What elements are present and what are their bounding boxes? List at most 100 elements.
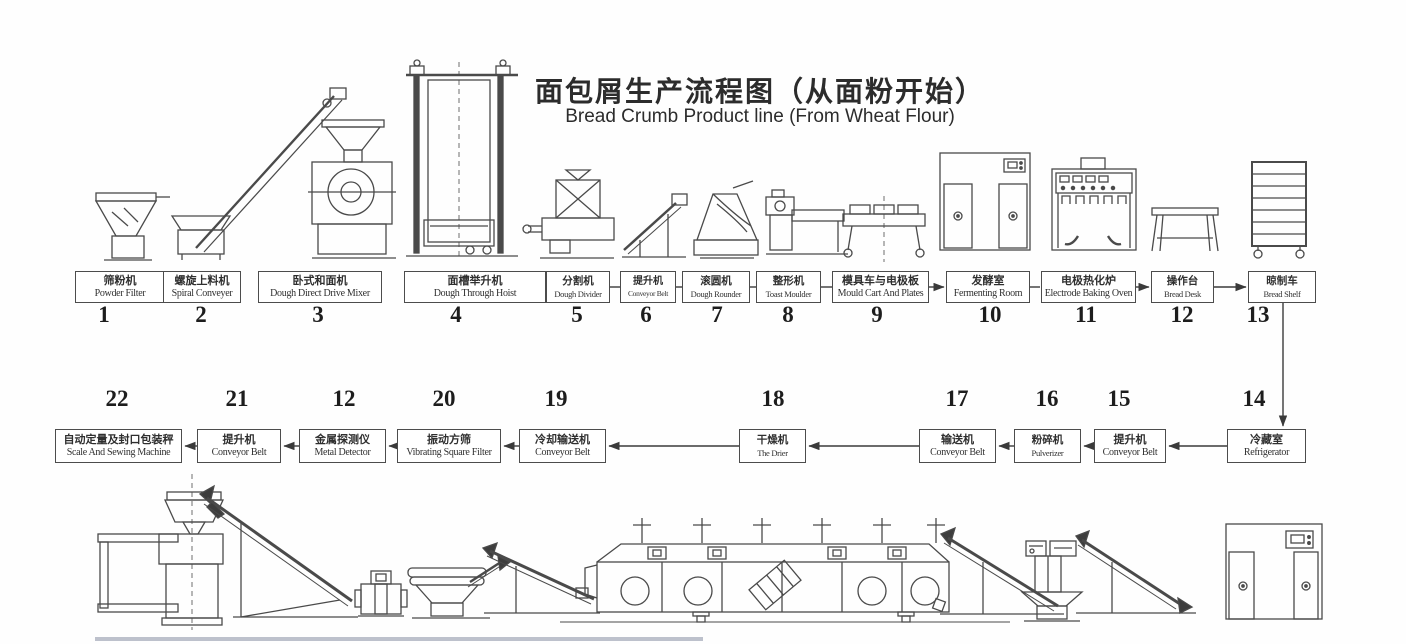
scan-edge-strip bbox=[95, 637, 703, 641]
machine-bread-desk bbox=[1151, 207, 1219, 252]
step-number: 15 bbox=[1107, 386, 1131, 411]
label-zh: 提升机 bbox=[1113, 433, 1147, 446]
label-en: The Drier bbox=[757, 447, 788, 458]
label-zh: 模具车与电极板 bbox=[842, 274, 919, 287]
label-en: Conveyor Belt bbox=[930, 446, 985, 458]
step-number: 10 bbox=[978, 302, 1002, 327]
step-number: 17 bbox=[945, 386, 969, 411]
label-zh: 自动定量及封口包装秤 bbox=[63, 433, 174, 446]
step-number: 1 bbox=[98, 302, 110, 327]
step-number: 12 bbox=[1170, 302, 1194, 327]
label-en: Bread Shelf bbox=[1263, 288, 1301, 299]
label-zh: 滚圆机 bbox=[700, 275, 732, 287]
machine-baking-oven bbox=[1051, 157, 1137, 251]
label-zh: 筛粉机 bbox=[103, 274, 137, 287]
machine-conveyor-21 bbox=[198, 484, 358, 618]
machine-pulverizer bbox=[1020, 540, 1084, 622]
machine-fermenting-room bbox=[939, 152, 1031, 251]
label-en: Refrigerator bbox=[1243, 446, 1290, 458]
machine-dough-divider bbox=[522, 169, 615, 259]
machine-toast-moulder bbox=[765, 189, 848, 255]
label-zh: 提升机 bbox=[633, 275, 663, 287]
machine-vibrating-filter bbox=[407, 554, 512, 619]
machine-scale-sewing bbox=[97, 474, 225, 630]
label-en: Electrode Baking Oven bbox=[1044, 287, 1133, 299]
step-number: 5 bbox=[571, 302, 583, 327]
machine-spiral-conveyor bbox=[170, 87, 347, 260]
step-number: 21 bbox=[225, 386, 249, 411]
machine-dough-mixer bbox=[308, 119, 396, 259]
label-zh: 发酵室 bbox=[971, 274, 1005, 287]
label-zh: 粉碎机 bbox=[1031, 434, 1064, 446]
label-zh: 输送机 bbox=[941, 433, 974, 446]
step-number: 13 bbox=[1246, 302, 1270, 327]
label-zh: 分割机 bbox=[562, 275, 594, 287]
machine-powder-filter bbox=[94, 192, 170, 261]
label-en: Powder Filter bbox=[94, 287, 146, 299]
label-en: Metal Detector bbox=[314, 446, 371, 458]
label-en: Bread Desk bbox=[1164, 288, 1201, 299]
step-number: 18 bbox=[761, 386, 785, 411]
label-zh: 卧式和面机 bbox=[292, 274, 348, 287]
label-en: Dough Through Hoist bbox=[433, 287, 517, 299]
machine-metal-detector bbox=[354, 570, 408, 617]
label-zh: 操作台 bbox=[1166, 275, 1199, 287]
label-en: Toast Moulder bbox=[765, 288, 812, 299]
label-zh: 螺旋上料机 bbox=[174, 274, 230, 287]
step-number: 22 bbox=[105, 386, 129, 411]
label-en: Fermenting Room bbox=[953, 287, 1023, 299]
step-number: 7 bbox=[711, 302, 723, 327]
step-number: 9 bbox=[871, 302, 883, 327]
label-zh: 干燥机 bbox=[756, 434, 789, 446]
machine-dough-hoist bbox=[406, 59, 518, 258]
label-zh: 冷却输送机 bbox=[535, 433, 590, 446]
label-zh: 面槽举升机 bbox=[447, 274, 503, 287]
step-number: 20 bbox=[432, 386, 456, 411]
machine-conveyor-17 bbox=[939, 526, 1064, 615]
label-en: Dough Divider bbox=[554, 288, 602, 299]
step-number: 12 bbox=[332, 386, 356, 411]
label-en: Dough Direct Drive Mixer bbox=[270, 287, 370, 299]
label-zh: 振动方筛 bbox=[427, 433, 471, 446]
step-number: 2 bbox=[195, 302, 207, 327]
label-zh: 整形机 bbox=[772, 275, 805, 287]
label-en: Pulverizer bbox=[1031, 447, 1064, 458]
label-en: Vibrating Square Filter bbox=[406, 446, 492, 458]
machine-conveyor-6 bbox=[622, 193, 688, 258]
label-en: Conveyor Belt bbox=[211, 446, 267, 458]
machine-drier bbox=[560, 518, 1010, 623]
machine-dough-rounder bbox=[693, 180, 759, 259]
step-number: 16 bbox=[1035, 386, 1059, 411]
step-number: 3 bbox=[312, 302, 324, 327]
label-en: Spiral Conveyer bbox=[171, 287, 233, 299]
label-en: Scale And Sewing Machine bbox=[66, 446, 171, 458]
label-en: Conveyor Belt bbox=[627, 288, 669, 298]
label-en: Mould Cart And Plates bbox=[837, 287, 924, 299]
machine-conveyor-19 bbox=[481, 541, 600, 614]
label-en: Dough Rounder bbox=[690, 288, 742, 299]
step-number: 14 bbox=[1242, 386, 1266, 411]
